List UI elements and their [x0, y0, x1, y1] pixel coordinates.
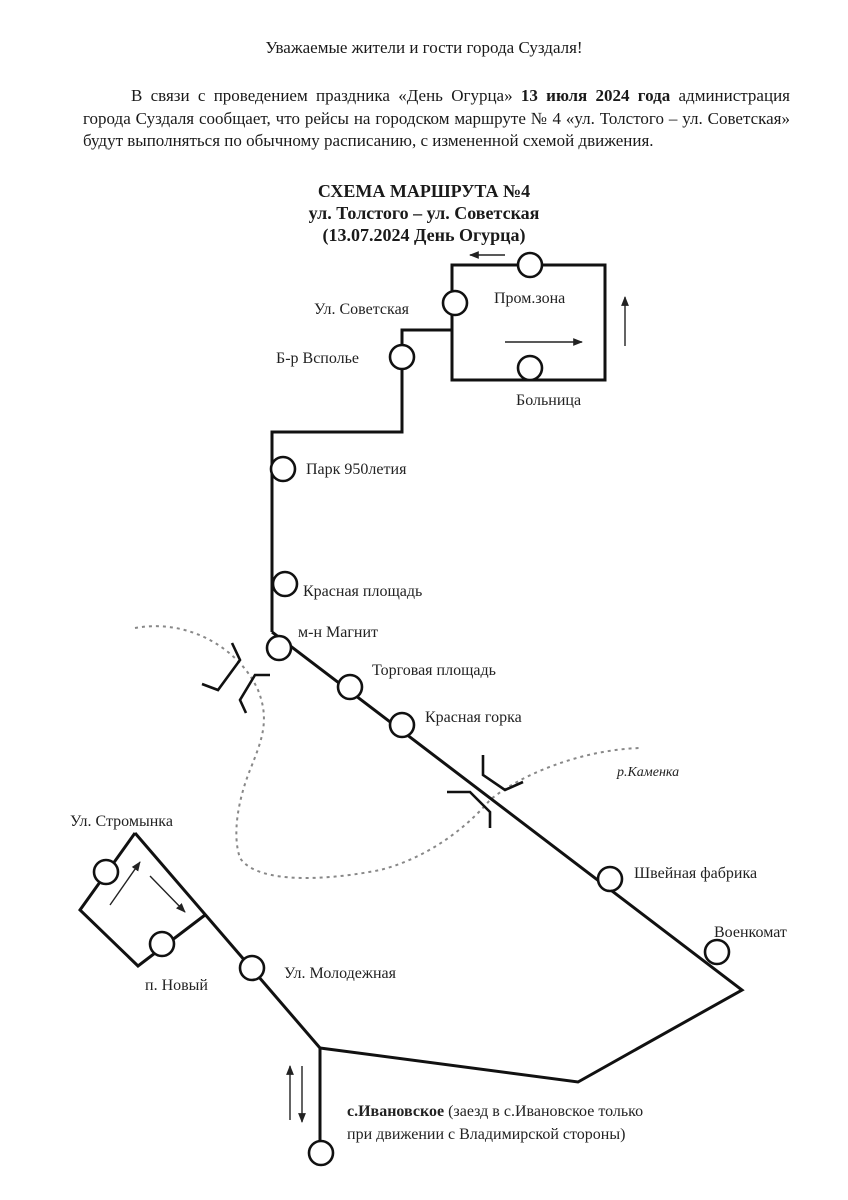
scheme-date: (13.07.2024 День Огурца)	[322, 225, 526, 245]
stop-bolnitsa	[516, 354, 544, 382]
arrow-stromynka-down	[149, 875, 186, 913]
label-krasnaya-ploshchad: Красная площадь	[303, 583, 422, 600]
stop-torgovaya	[336, 673, 364, 701]
route-loop-stromynka	[78, 832, 206, 968]
label-park950: Парк 950летия	[306, 461, 407, 478]
stop-voenkomat	[703, 938, 731, 966]
stop-vspolye	[388, 343, 416, 371]
label-shveynaya: Швейная фабрика	[634, 865, 757, 882]
route-molodezhnaya	[133, 832, 322, 1049]
route-diagonal	[271, 630, 745, 1084]
stop-shveynaya	[596, 865, 624, 893]
notice-text-1: В связи с проведением праздника «День Ог…	[131, 86, 521, 105]
stop-novy	[148, 930, 176, 958]
label-ivanovskoe: с.Ивановское (заезд в с.Ивановское тольк…	[347, 1103, 643, 1120]
label-stromynka: Ул. Стромынка	[70, 813, 173, 830]
label-bolnitsa: Больница	[516, 392, 581, 409]
stop-magnit	[265, 634, 293, 662]
label-vspolye: Б-р Всполье	[276, 350, 359, 367]
label-magnit: м-н Магнит	[298, 624, 378, 641]
label-ivanovskoe-note-2: при движении с Владимирской стороны)	[347, 1126, 625, 1143]
label-krasnaya-gorka: Красная горка	[425, 709, 522, 726]
scheme-title-block: СХЕМА МАРШРУТА №4 ул. Толстого – ул. Сов…	[0, 180, 848, 246]
bridge-west	[201, 642, 270, 714]
scheme-subtitle: ул. Толстого – ул. Советская	[308, 203, 540, 223]
label-molodezhnaya: Ул. Молодежная	[284, 965, 397, 982]
stop-promzona	[516, 251, 544, 279]
label-promzona: Пром.зона	[494, 290, 565, 307]
label-ivanovskoe-note-1: (заезд в с.Ивановское только	[444, 1103, 643, 1120]
label-ivanovskoe-name: с.Ивановское	[347, 1103, 444, 1120]
label-river-kamenka: р.Каменка	[616, 765, 679, 780]
label-torgovaya: Торговая площадь	[372, 662, 496, 679]
stop-ivanovskoe	[307, 1139, 335, 1167]
arrow-stromynka-up	[109, 861, 141, 906]
label-voenkomat: Военкомат	[714, 924, 787, 941]
notice-date: 13 июля 2024 года	[520, 86, 671, 105]
bridge-east	[447, 755, 524, 828]
label-novy: п. Новый	[145, 977, 208, 994]
stop-stromynka	[92, 858, 120, 886]
stop-krasnaya-ploshchad	[271, 570, 299, 598]
notice-paragraph: В связи с проведением праздника «День Ог…	[83, 85, 790, 153]
stop-sovetskaya	[441, 289, 469, 317]
stop-molodezhnaya	[238, 954, 266, 982]
stop-park950	[269, 455, 297, 483]
greeting-heading: Уважаемые жители и гости города Суздаля!	[265, 38, 583, 57]
label-sovetskaya: Ул. Советская	[314, 301, 410, 318]
route-loop-top	[450, 263, 607, 382]
scheme-title: СХЕМА МАРШРУТА №4	[317, 181, 531, 201]
stop-krasnaya-gorka	[388, 711, 416, 739]
notice-text-2: администрация города Суздаля сообщает, ч…	[83, 86, 790, 150]
